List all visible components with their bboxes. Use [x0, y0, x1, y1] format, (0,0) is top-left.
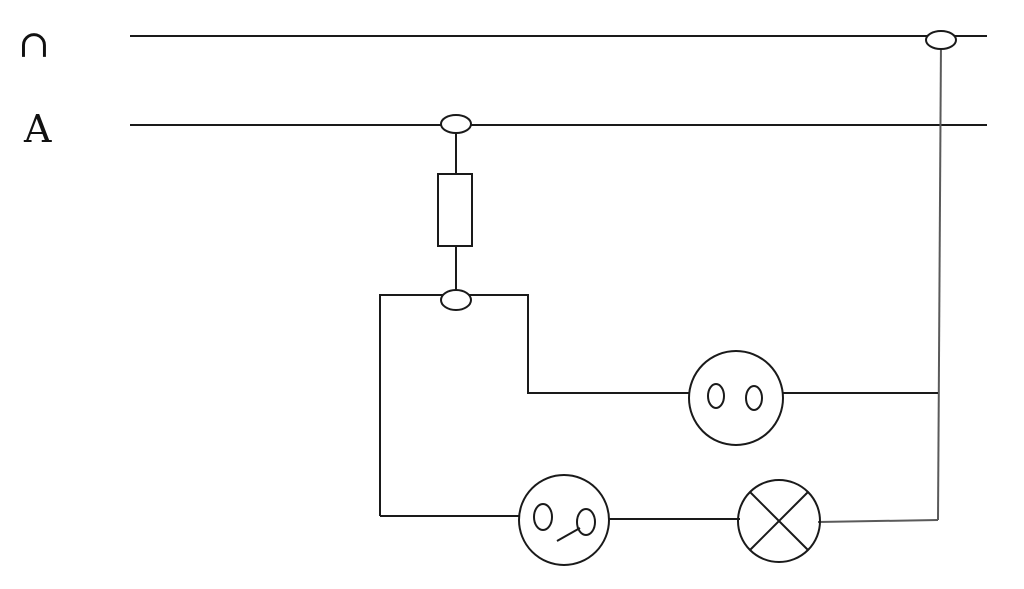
branch-junction: [440, 289, 472, 311]
neutral-drop-wire: [937, 39, 942, 521]
switch-outline: [518, 474, 610, 566]
socket-hole-left: [707, 383, 725, 409]
switch: [518, 474, 610, 566]
neutral-junction: [925, 30, 957, 50]
socket-outline: [688, 350, 784, 446]
lamp-cross-b: [749, 491, 809, 551]
live-junction: [440, 114, 472, 134]
switch-contact-left: [533, 503, 553, 531]
lamp: [737, 479, 821, 563]
socket-hole-right: [745, 385, 763, 411]
socket: [688, 350, 784, 446]
neutral-line-label: ∩: [18, 22, 50, 66]
lamp-outline: [737, 479, 821, 563]
branch-wire-upper: [379, 294, 690, 516]
fuse: [437, 173, 473, 247]
lamp-to-neutral-wire: [817, 519, 939, 523]
switch-contact-right: [576, 508, 596, 536]
live-line-label: A: [24, 107, 52, 151]
switch-lever: [556, 527, 581, 542]
